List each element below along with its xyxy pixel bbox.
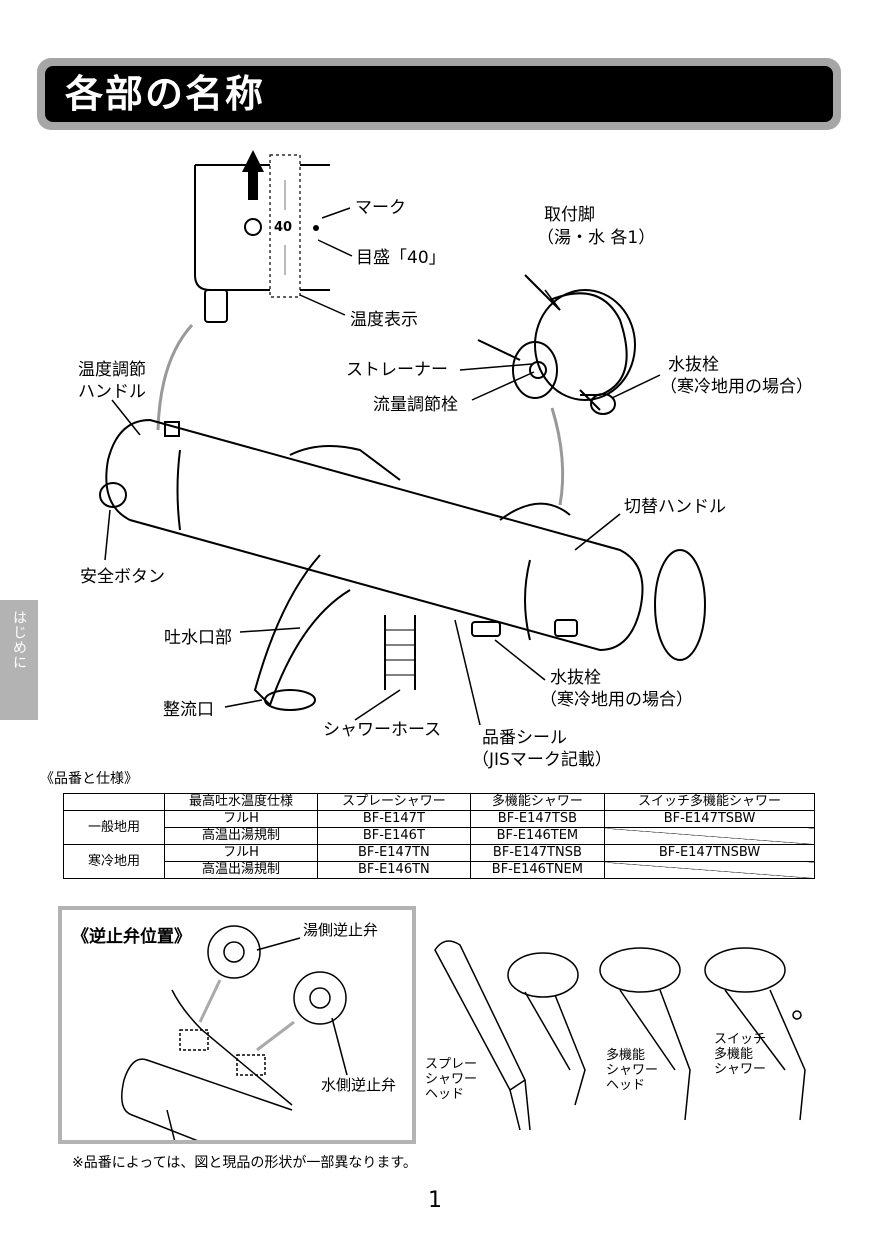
label-switch-handle: 切替ハンドル (624, 497, 726, 517)
table-cell: BF-E147TSB (469, 810, 606, 828)
label-drain-plug-top-sub: （寒冷地用の場合） (660, 377, 813, 397)
label-cold-check-valve: 水側逆止弁 (321, 1076, 397, 1094)
label-spout: 吐水口部 (164, 628, 232, 648)
label-flow-valve: 流量調節栓 (373, 395, 458, 415)
spec-table: 最高吐水温度仕様 スプレーシャワー 多機能シャワー スイッチ多機能シャワー 一般… (63, 793, 815, 879)
label-strainer: ストレーナー (346, 360, 448, 380)
table-cell: BF-E147T (317, 810, 471, 828)
table-row: 高温出湯規制 BF-E146TN BF-E146TNEM (64, 861, 815, 879)
table-cell: BF-E146TNEM (469, 861, 606, 879)
label-spray-1: スプレー (425, 1057, 478, 1072)
label-switch-3: シャワー (714, 1062, 767, 1077)
spec-caption: 《品番と仕様》 (40, 771, 138, 787)
label-spray-2: シャワー (425, 1072, 478, 1087)
table-row: 高温出湯規制 BF-E146T BF-E146TEM (64, 827, 815, 845)
table-cell: BF-E146TEM (469, 827, 606, 845)
label-scale: 目盛「40」 (356, 248, 446, 268)
label-multi-3: ヘッド (606, 1078, 646, 1093)
table-cell: BF-E147TNSB (469, 844, 606, 862)
table-cell: フルH (163, 844, 319, 862)
table-header-row: 最高吐水温度仕様 スプレーシャワー 多機能シャワー スイッチ多機能シャワー (63, 793, 815, 811)
table-header: スイッチ多機能シャワー (604, 793, 815, 811)
label-part-seal: 品番シール (482, 728, 567, 748)
group-name: 寒冷地用 (63, 844, 165, 879)
label-hot-check-valve: 湯側逆止弁 (303, 921, 379, 939)
table-cell-empty (604, 827, 815, 845)
table-cell-empty (604, 861, 815, 879)
table-cell: BF-E147TN (317, 844, 471, 862)
label-multi-1: 多機能 (606, 1048, 646, 1063)
label-mounting-leg: 取付脚 (544, 205, 595, 225)
label-drain-plug-bottom: 水抜栓 (550, 668, 601, 688)
label-temp-display: 温度表示 (350, 310, 418, 330)
label-multi-2: シャワー (606, 1063, 659, 1078)
table-header: 多機能シャワー (469, 793, 606, 811)
label-switch-1: スイッチ (714, 1032, 767, 1047)
label-part-seal-sub: （JISマーク記載） (472, 750, 612, 770)
table-cell: BF-E146TN (317, 861, 471, 879)
table-cell: 高温出湯規制 (163, 861, 319, 879)
check-valve-illustration (121, 925, 348, 1140)
section-tab: はじめに (0, 600, 38, 720)
shower-heads-illustration (434, 940, 806, 1130)
table-cell: フルH (163, 810, 319, 828)
group-name: 一般地用 (63, 810, 165, 845)
table-header: スプレーシャワー (317, 793, 471, 811)
label-drain-plug-bottom-sub: （寒冷地用の場合） (540, 690, 693, 710)
label-mark: マーク (355, 198, 406, 218)
table-row: 一般地用 フルH BF-E147T BF-E147TSB BF-E147TSBW (63, 810, 815, 845)
label-mounting-leg-sub: （湯・水 各1） (537, 228, 656, 248)
footnote: ※品番によっては、図と現品の形状が一部異なります。 (72, 1155, 417, 1171)
section-tab-label: はじめに (11, 610, 27, 670)
table-cell: BF-E147TNSBW (604, 844, 815, 862)
label-shower-hose: シャワーホース (323, 720, 442, 740)
table-cell: BF-E146T (317, 827, 471, 845)
table-row: 寒冷地用 フルH BF-E147TN BF-E147TNSB BF-E147TN… (63, 844, 815, 879)
faucet-illustration (99, 150, 706, 726)
label-drain-plug-top: 水抜栓 (668, 355, 719, 375)
table-cell: BF-E147TSBW (604, 810, 815, 828)
page-number: 1 (428, 1188, 442, 1213)
label-temp-handle-1: 温度調節 (78, 360, 146, 380)
check-valve-box (58, 906, 416, 1144)
table-cell: 高温出湯規制 (163, 827, 319, 845)
label-spray-3: ヘッド (425, 1087, 465, 1102)
check-valve-title: 《逆止弁位置》 (72, 927, 191, 947)
label-switch-2: 多機能 (714, 1047, 754, 1062)
scale-number: 40 (274, 220, 293, 235)
page-title: 各部の名称 (65, 72, 266, 116)
label-safety-button: 安全ボタン (80, 567, 165, 587)
label-temp-handle-2: ハンドル (78, 382, 146, 402)
table-header: 最高吐水温度仕様 (163, 793, 319, 811)
label-aerator: 整流口 (163, 700, 214, 720)
title-bar (45, 66, 833, 122)
